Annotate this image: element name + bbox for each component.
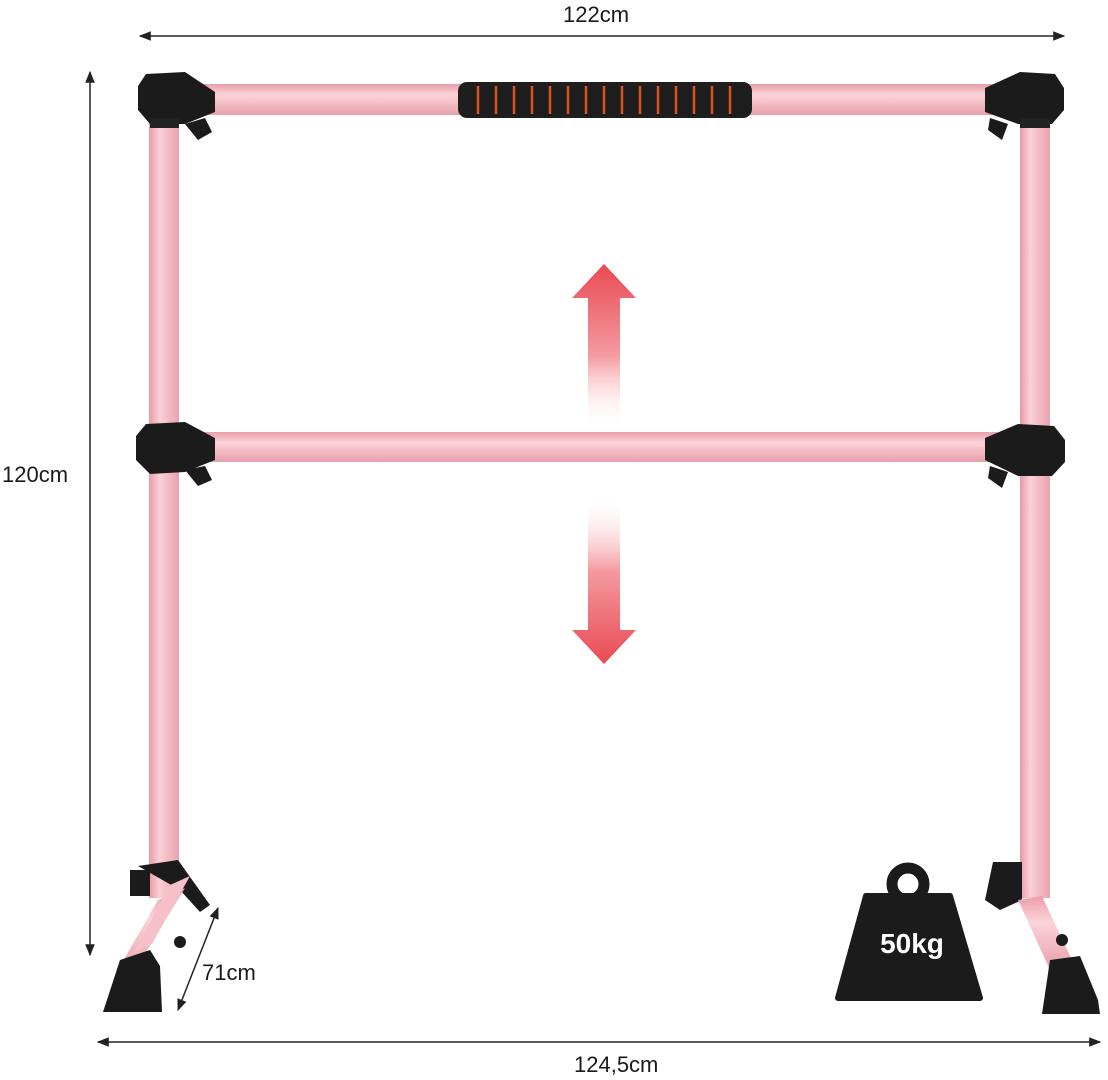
depth-line bbox=[177, 906, 219, 1012]
top-width-label: 122cm bbox=[563, 2, 630, 27]
middle-bar-tube bbox=[200, 432, 1000, 462]
middle-right-fitting bbox=[985, 424, 1065, 488]
weight-icon bbox=[835, 862, 983, 1001]
foam-grip bbox=[458, 82, 752, 118]
base-depth-label: 71cm bbox=[202, 960, 256, 985]
height-adjust-arrow-icon bbox=[572, 264, 636, 664]
weight-capacity-label: 50kg bbox=[880, 928, 944, 959]
left-base bbox=[103, 860, 210, 1012]
left-upright-tube bbox=[149, 108, 179, 898]
top-left-fitting bbox=[138, 72, 215, 140]
right-upright-tube bbox=[1020, 108, 1050, 898]
right-base bbox=[985, 862, 1100, 1014]
middle-left-fitting bbox=[136, 422, 215, 486]
bottom-width-label: 124,5cm bbox=[574, 1052, 659, 1077]
height-label: 120cm bbox=[2, 462, 69, 487]
top-right-fitting bbox=[985, 72, 1064, 140]
dimension-lines bbox=[85, 31, 1102, 1047]
